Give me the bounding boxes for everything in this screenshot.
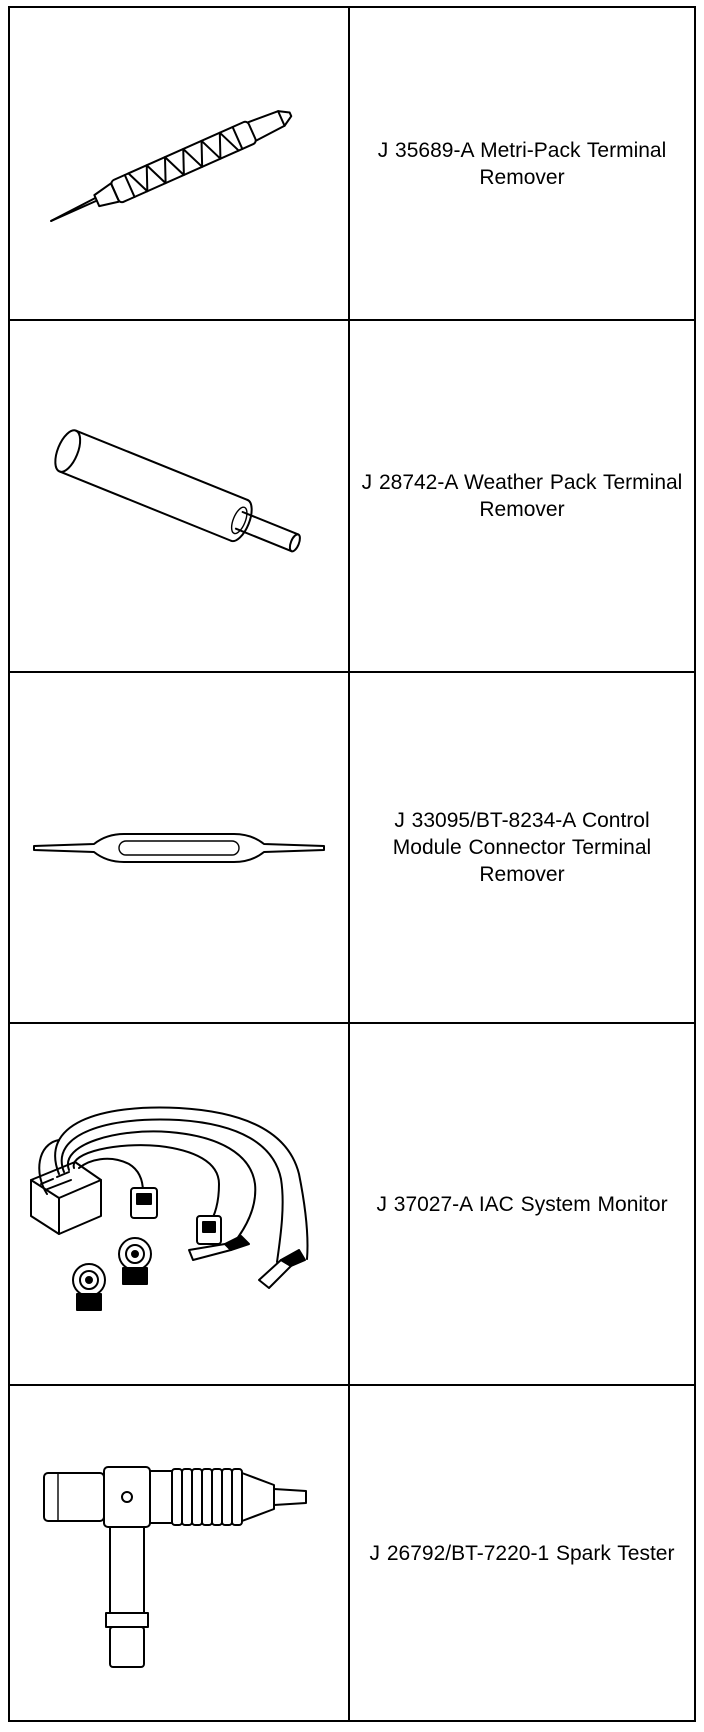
spark-tester-icon xyxy=(43,1466,307,1668)
metri-pack-terminal-remover-icon xyxy=(50,109,293,222)
tool-row: J 35689-A Metri-Pack Terminal Remover xyxy=(10,8,694,321)
tool-image-cell xyxy=(10,321,350,671)
control-module-terminal-remover-icon xyxy=(33,832,325,863)
tool-name-cell: J 33095/BT-8234-A Control Module Connect… xyxy=(350,673,694,1022)
tool-name: J 35689-A Metri-Pack Terminal Remover xyxy=(377,138,667,189)
tool-image-cell xyxy=(10,1386,350,1720)
tool-row: J 28742-A Weather Pack Terminal Remover xyxy=(10,321,694,673)
tool-name: J 26792/BT-7220-1 Spark Tester xyxy=(369,1541,675,1565)
iac-system-monitor-icon xyxy=(30,1106,309,1311)
tool-name-cell: J 35689-A Metri-Pack Terminal Remover xyxy=(350,8,694,319)
special-tools-table: J 35689-A Metri-Pack Terminal Remover J … xyxy=(8,6,696,1722)
tool-name: J 37027-A IAC System Monitor xyxy=(376,1192,668,1216)
tool-name: J 33095/BT-8234-A Control Module Connect… xyxy=(392,809,652,886)
tool-row: J 26792/BT-7220-1 Spark Tester xyxy=(10,1386,694,1720)
tool-name-cell: J 37027-A IAC System Monitor xyxy=(350,1024,694,1384)
tool-image-cell xyxy=(10,673,350,1022)
tool-name-cell: J 26792/BT-7220-1 Spark Tester xyxy=(350,1386,694,1720)
tool-image-cell xyxy=(10,1024,350,1384)
tool-row: J 33095/BT-8234-A Control Module Connect… xyxy=(10,673,694,1024)
tool-name: J 28742-A Weather Pack Terminal Remover xyxy=(361,471,683,521)
tool-image-cell xyxy=(10,8,350,319)
weather-pack-terminal-remover-icon xyxy=(54,429,301,553)
tool-row: J 37027-A IAC System Monitor xyxy=(10,1024,694,1386)
tool-name-cell: J 28742-A Weather Pack Terminal Remover xyxy=(350,321,694,671)
